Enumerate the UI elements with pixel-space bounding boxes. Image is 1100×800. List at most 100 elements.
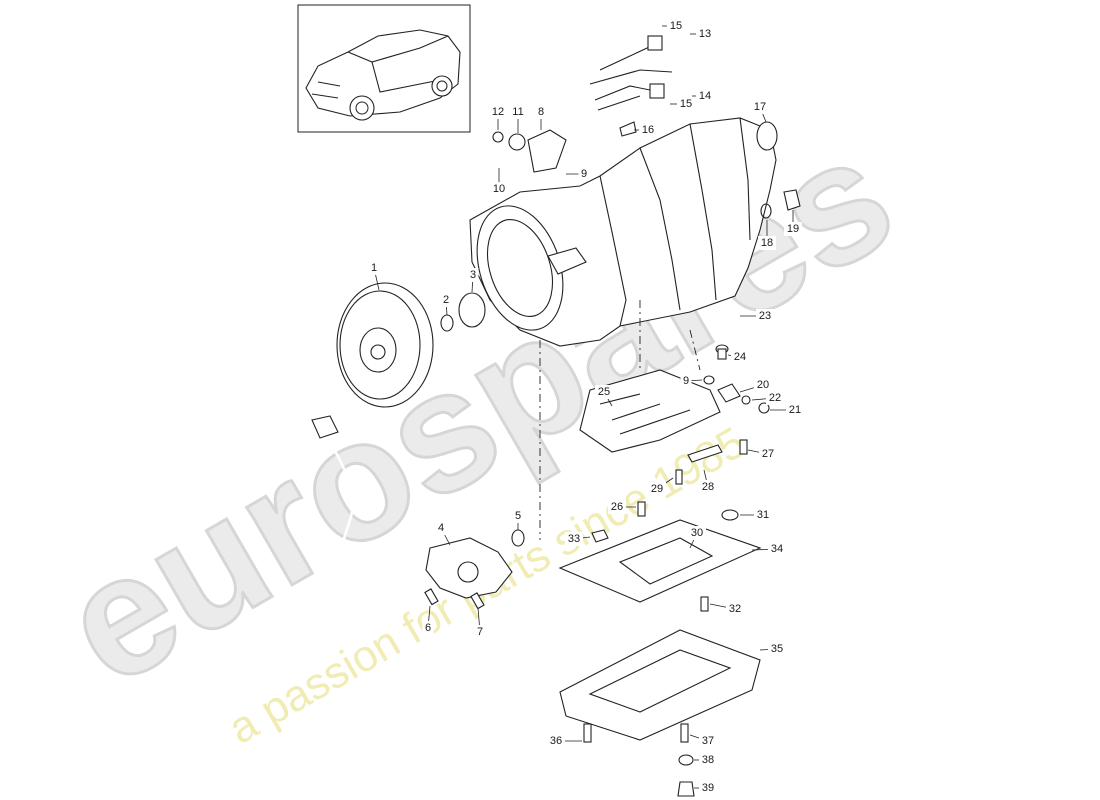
callout-label-10: 10: [493, 183, 505, 195]
callout-label-1: 1: [371, 262, 377, 274]
callout-label-37: 37: [702, 735, 714, 747]
callout-label-bg-20: [754, 378, 772, 392]
callout-label-36: 36: [550, 735, 562, 747]
callout-label-35: 35: [771, 643, 783, 655]
callout-label-bg-5: [512, 509, 524, 523]
callout-label-13: 13: [699, 28, 711, 40]
hardware: [424, 121, 770, 797]
connector-14: [649, 83, 665, 99]
callout-label-bg-13: [696, 27, 714, 41]
callout-label-11: 11: [512, 106, 523, 118]
callout-label-28: 28: [702, 481, 714, 493]
callout-label-20: 20: [757, 379, 769, 391]
callout-label-18: 18: [761, 237, 773, 249]
callout-label-22: 22: [769, 392, 781, 404]
callout-label-bg-17: [751, 100, 769, 114]
callout-label-bg-11: [509, 105, 527, 119]
callout-label-bg-3: [467, 268, 479, 282]
callout-label-27: 27: [762, 448, 774, 460]
callout-label-12: 12: [492, 106, 504, 118]
callout-label-bg-37: [699, 734, 717, 748]
callout-label-15b: 15: [680, 98, 692, 110]
callout-label-21: 21: [789, 404, 801, 416]
selector-switch-8: [527, 129, 567, 173]
valve-body-25: [579, 369, 721, 453]
callout-label-bg-26: [608, 500, 626, 514]
callout-label-19: 19: [787, 223, 799, 235]
harness-connector: [311, 415, 339, 439]
callout-label-bg-32: [726, 602, 744, 616]
seal-18: [760, 203, 772, 219]
callout-label-bg-38: [699, 753, 717, 767]
plug-19: [783, 189, 801, 211]
callout-label-29: 29: [651, 483, 663, 495]
callout-label-bg-28: [699, 480, 717, 494]
callout-label-3: 3: [470, 269, 476, 281]
callout-label-15a: 15: [670, 20, 682, 32]
callout-label-9a: 9: [581, 168, 587, 180]
callout-label-bg-2: [440, 293, 452, 307]
callout-label-bg-36: [547, 734, 565, 748]
cap-11: [508, 133, 526, 151]
callout-label-25: 25: [598, 386, 610, 398]
callout-label-2: 2: [443, 294, 449, 306]
callout-label-34: 34: [771, 543, 783, 555]
callout-label-bg-10: [490, 182, 508, 196]
callout-label-14: 14: [699, 90, 711, 102]
callout-label-bg-15a: [667, 19, 685, 33]
callout-label-bg-16: [639, 123, 657, 137]
callout-label-17: 17: [754, 101, 766, 113]
callout-label-8: 8: [538, 106, 544, 118]
shaft-seal-3: [458, 292, 486, 328]
callout-label-39: 39: [702, 782, 714, 794]
callout-label-bg-27: [759, 447, 777, 461]
callout-label-9b: 9: [683, 375, 689, 387]
nut-12: [492, 131, 504, 143]
callout-label-bg-7: [474, 625, 486, 639]
transmission-housing: [469, 117, 778, 347]
callout-label-bg-18: [758, 236, 776, 250]
selector-module-4: [425, 537, 513, 599]
callout-label-bg-6: [422, 621, 434, 635]
callout-label-38: 38: [702, 754, 714, 766]
callout-label-bg-1: [368, 261, 380, 275]
callout-label-32: 32: [729, 603, 741, 615]
callout-label-bg-34: [768, 542, 786, 556]
callout-label-bg-19: [784, 222, 802, 236]
callout-label-31: 31: [757, 509, 769, 521]
callout-label-bg-29: [648, 482, 666, 496]
callout-label-bg-22: [766, 391, 784, 405]
callout-label-bg-35: [768, 642, 786, 656]
torque-converter: [336, 282, 434, 408]
callout-label-bg-8: [535, 105, 547, 119]
callout-label-bg-9a: [578, 167, 590, 181]
callout-label-5: 5: [515, 510, 521, 522]
callout-label-bg-25: [595, 385, 613, 399]
callout-label-26: 26: [611, 501, 623, 513]
oil-pan-35: [559, 629, 761, 741]
callout-label-bg-30: [688, 526, 706, 540]
callout-label-bg-31: [754, 508, 772, 522]
callout-label-6: 6: [425, 622, 431, 634]
callout-label-bg-12: [489, 105, 507, 119]
callout-label-bg-14: [696, 89, 714, 103]
callout-label-4: 4: [438, 522, 444, 534]
callout-label-bg-23: [756, 309, 774, 323]
callout-label-23: 23: [759, 310, 771, 322]
assembly-line-3: [689, 329, 701, 371]
callout-label-bg-21: [786, 403, 804, 417]
callout-label-33: 33: [568, 533, 580, 545]
callout-label-30: 30: [691, 527, 703, 539]
callout-label-bg-15b: [677, 97, 695, 111]
callout-label-16: 16: [642, 124, 654, 136]
callout-label-bg-39: [699, 781, 717, 795]
oil-filter-30: [618, 537, 714, 585]
car-thumbnail-icon: [297, 4, 471, 133]
callout-label-7: 7: [477, 626, 483, 638]
callout-label-bg-24: [731, 350, 749, 364]
connector-13: [647, 35, 663, 51]
callout-label-24: 24: [734, 351, 746, 363]
